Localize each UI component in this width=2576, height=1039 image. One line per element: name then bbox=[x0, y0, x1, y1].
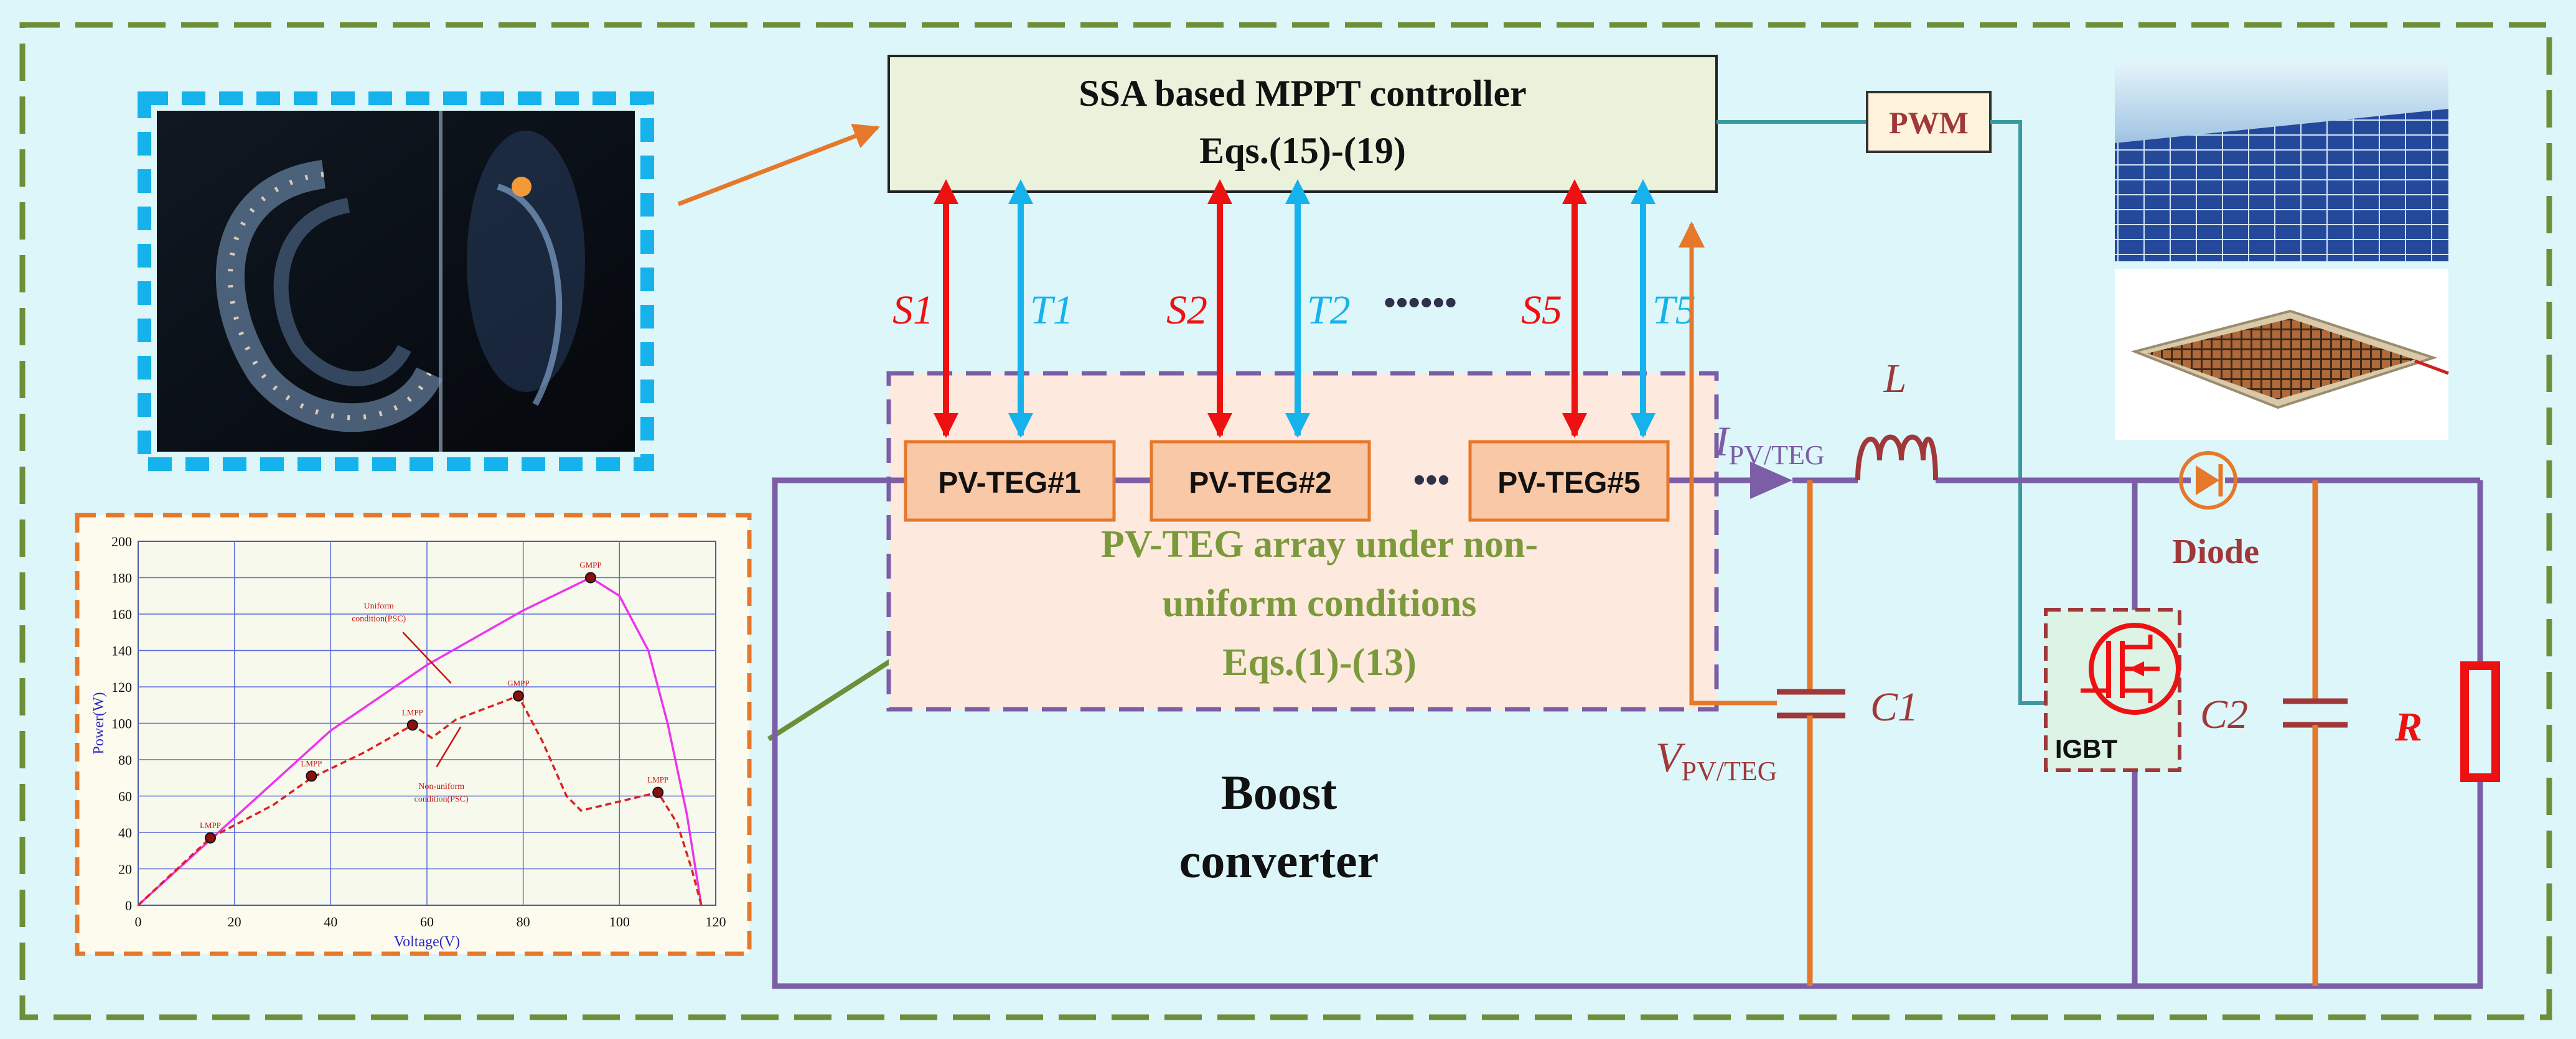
annotation-pointer bbox=[436, 726, 462, 768]
y-tick-label: 80 bbox=[118, 752, 132, 768]
curve-annotation: Non-uniform bbox=[418, 782, 464, 791]
y-tick-label: 120 bbox=[111, 679, 132, 695]
teg-module-photo bbox=[2115, 269, 2449, 440]
current-arrow-head bbox=[1750, 462, 1792, 499]
y-tick-label: 40 bbox=[118, 825, 132, 841]
mpp-label: LMPP bbox=[647, 775, 668, 785]
inductor-label: L bbox=[1883, 356, 1907, 401]
pwm-block: PWM bbox=[1717, 91, 2046, 705]
mpp-marker bbox=[652, 786, 664, 798]
y-tick-label: 200 bbox=[111, 534, 132, 549]
module-2: PV-TEG#2 bbox=[1150, 440, 1371, 522]
voltage-label: VPV/TEG bbox=[1656, 734, 1777, 786]
diode-label: Diode bbox=[2172, 533, 2259, 571]
outer-dashed-border bbox=[19, 22, 2552, 1020]
signal-ellipsis: •••••• bbox=[1384, 282, 1457, 322]
x-tick-label: 100 bbox=[609, 914, 630, 930]
module-5: PV-TEG#5 bbox=[1468, 440, 1670, 522]
signal-s2: S2 bbox=[1166, 287, 1207, 333]
x-tick-label: 60 bbox=[420, 914, 434, 930]
controller-equations: Eqs.(15)-(19) bbox=[1199, 130, 1406, 171]
curve-annotation: Uniform bbox=[364, 602, 394, 611]
capacitor-c2: C2 bbox=[2200, 480, 2348, 986]
salp-photo bbox=[138, 91, 654, 471]
array-caption-line2: uniform conditions bbox=[1163, 582, 1477, 625]
voltage-feedback-line bbox=[1679, 221, 1777, 706]
pwm-label: PWM bbox=[1889, 105, 1969, 140]
x-tick-label: 80 bbox=[517, 914, 530, 930]
pv-curve-chart: 0 20 40 60 80 100 120 0 20 40 60 80 100 120 140 160 180 2… bbox=[91, 534, 726, 950]
x-tick-label: 120 bbox=[706, 914, 726, 930]
capacitor-c1: C1 bbox=[1777, 480, 1918, 986]
resistor-label: R bbox=[2394, 704, 2422, 750]
module-2-label: PV-TEG#2 bbox=[1189, 467, 1331, 500]
x-axis-label: Voltage(V) bbox=[394, 934, 460, 950]
non-uniform-curve bbox=[137, 694, 703, 906]
curve-annotation: condition(PSC) bbox=[415, 794, 469, 804]
signal-t5: T5 bbox=[1652, 287, 1696, 333]
boost-line2: converter bbox=[1179, 834, 1379, 888]
x-tick-label: 0 bbox=[135, 914, 142, 930]
mpp-label: GMPP bbox=[579, 561, 601, 570]
signal-t2: T2 bbox=[1307, 287, 1351, 333]
y-tick-label: 0 bbox=[125, 898, 132, 913]
x-tick-label: 20 bbox=[228, 914, 241, 930]
x-tick-label: 40 bbox=[324, 914, 337, 930]
module-1: PV-TEG#1 bbox=[904, 440, 1116, 522]
mpp-marker bbox=[205, 832, 216, 844]
signal-labels: S1 T1 S2 T2 S5 T5 bbox=[892, 287, 1696, 333]
controller-title: SSA based MPPT controller bbox=[1079, 73, 1526, 114]
array-caption-line1: PV-TEG array under non- bbox=[1101, 523, 1538, 566]
y-tick-label: 20 bbox=[118, 862, 132, 877]
inductor: L bbox=[1792, 356, 1938, 483]
solar-panel-photo bbox=[2115, 62, 2448, 261]
boost-line1: Boost bbox=[1221, 765, 1337, 819]
y-tick-label: 140 bbox=[111, 643, 132, 659]
y-axis-label: Power(W) bbox=[91, 692, 107, 755]
mpp-marker bbox=[584, 572, 596, 584]
y-tick-label: 100 bbox=[111, 716, 132, 732]
signal-s1: S1 bbox=[892, 287, 934, 333]
mpp-marker bbox=[306, 770, 317, 782]
module-ellipsis: ••• bbox=[1413, 460, 1450, 499]
mpp-label: LMPP bbox=[200, 821, 221, 830]
salp-to-controller-arrow bbox=[677, 123, 880, 207]
y-tick-label: 60 bbox=[118, 789, 132, 804]
y-tick-label: 160 bbox=[111, 607, 132, 622]
signal-arrows bbox=[934, 179, 1656, 438]
curve-annotation: condition(PSC) bbox=[352, 615, 406, 624]
igbt: IGBT bbox=[2044, 608, 2181, 772]
boost-converter-label: Boost converter bbox=[1179, 765, 1379, 888]
diode: Diode bbox=[2172, 451, 2259, 571]
c2-label: C2 bbox=[2200, 692, 2248, 737]
module-5-label: PV-TEG#5 bbox=[1497, 467, 1640, 500]
module-1-label: PV-TEG#1 bbox=[938, 467, 1080, 500]
igbt-label: IGBT bbox=[2055, 734, 2118, 763]
mpp-label: LMPP bbox=[301, 758, 322, 768]
pv-chart-box: 0 20 40 60 80 100 120 0 20 40 60 80 100 120 140 160 180 2… bbox=[75, 513, 752, 956]
mpp-marker bbox=[406, 719, 418, 731]
mpp-label: LMPP bbox=[402, 707, 423, 717]
mppt-controller-box: SSA based MPPT controller Eqs.(15)-(19) bbox=[888, 55, 1718, 193]
signal-t1: T1 bbox=[1030, 287, 1074, 333]
y-tick-label: 180 bbox=[111, 571, 132, 586]
annotation-pointer bbox=[402, 631, 452, 684]
array-caption: PV-TEG array under non- uniform conditio… bbox=[1101, 523, 1538, 684]
c1-label: C1 bbox=[1870, 684, 1918, 730]
signal-s5: S5 bbox=[1521, 287, 1562, 333]
mpp-marker bbox=[512, 690, 524, 702]
mpp-label: GMPP bbox=[507, 679, 529, 688]
array-caption-line3: Eqs.(1)-(13) bbox=[1222, 641, 1417, 684]
resistor: R bbox=[2394, 661, 2500, 782]
current-label: IPV/TEG bbox=[1714, 417, 1825, 470]
